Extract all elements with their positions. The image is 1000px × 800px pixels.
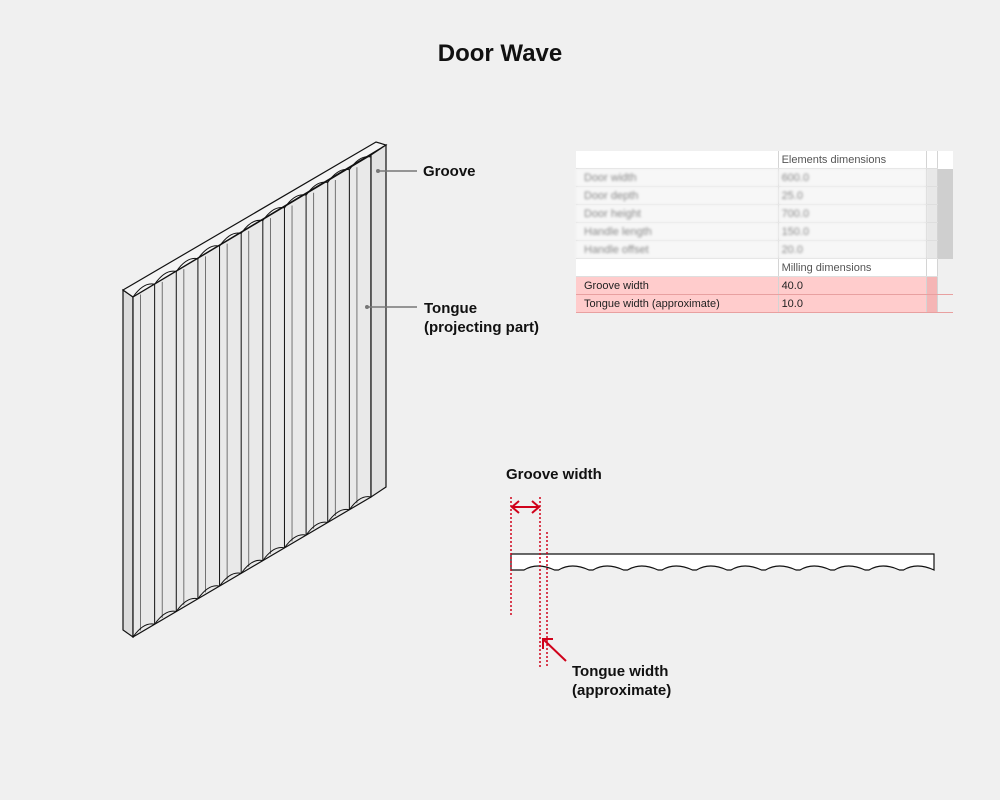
door-groove-top-curve	[197, 245, 220, 260]
tongue-width-label-line1: Tongue width	[572, 663, 669, 680]
door-groove-bottom-curve	[154, 610, 177, 625]
table-row-tongue-width[interactable]: Tongue width (approximate) 10.0	[576, 294, 953, 313]
door-groove-bottom-curve	[132, 623, 155, 638]
door-groove-top-curve	[327, 168, 350, 183]
table-scrollbar[interactable]	[937, 151, 953, 169]
arrow-up-left-icon	[542, 638, 553, 649]
table-row[interactable]: Door height 700.0	[576, 204, 953, 223]
door-groove-bottom-curve	[240, 559, 263, 574]
groove-label: Groove	[423, 163, 476, 180]
door-groove-bottom-curve	[348, 496, 372, 511]
door-groove-top-curve	[132, 283, 155, 298]
door-groove-bottom-curve	[197, 585, 220, 600]
tongue-label-line2: (projecting part)	[424, 319, 539, 336]
table-row-groove-width[interactable]: Groove width 40.0	[576, 276, 953, 295]
door-groove-top-curve	[284, 194, 307, 209]
groove-leader-dot	[376, 169, 380, 173]
table-row[interactable]: Door width 600.0	[576, 168, 953, 187]
door-groove-top-curve	[348, 156, 372, 171]
door-groove-bottom-curve	[262, 547, 285, 561]
door-groove-top-curve	[262, 207, 285, 221]
door-groove-top-curve	[240, 219, 263, 234]
door-groove-top-curve	[175, 257, 199, 272]
tongue-width-label: Tongue width (approximate)	[572, 662, 671, 700]
tongue-leader-dot	[365, 305, 369, 309]
table-section-header: Elements dimensions	[576, 151, 953, 169]
tongue-label: Tongue (projecting part)	[424, 299, 539, 337]
tongue-label-line1: Tongue	[424, 300, 478, 317]
door-groove-bottom-curve	[327, 508, 350, 523]
table-section-header: Milling dimensions	[576, 258, 953, 277]
parameters-table: Elements dimensions Door width 600.0 Doo…	[576, 151, 953, 313]
arrow-left-icon	[510, 500, 520, 514]
page-title: Door Wave	[437, 40, 563, 67]
door-groove-top-curve	[219, 232, 242, 247]
section-elements-dimensions: Elements dimensions	[778, 151, 927, 169]
table-row[interactable]: Handle offset 20.0	[576, 240, 953, 259]
door-groove-bottom-curve	[305, 521, 328, 536]
door-groove-top-curve	[154, 270, 177, 285]
groove-width-label: Groove width	[506, 466, 602, 483]
door-groove-bottom-curve	[219, 572, 242, 587]
tongue-width-leader	[543, 639, 567, 662]
door-groove-bottom-curve	[175, 597, 199, 612]
table-row[interactable]: Door depth 25.0	[576, 186, 953, 205]
door-groove-top-curve	[305, 181, 328, 196]
section-milling-dimensions: Milling dimensions	[778, 258, 927, 277]
door-panel	[121, 141, 388, 639]
door-profile-section	[510, 553, 935, 571]
tongue-width-label-line2: (approximate)	[572, 682, 672, 699]
table-row[interactable]: Handle length 150.0	[576, 222, 953, 241]
door-groove-bottom-curve	[284, 534, 307, 549]
arrow-right-icon	[531, 500, 541, 514]
